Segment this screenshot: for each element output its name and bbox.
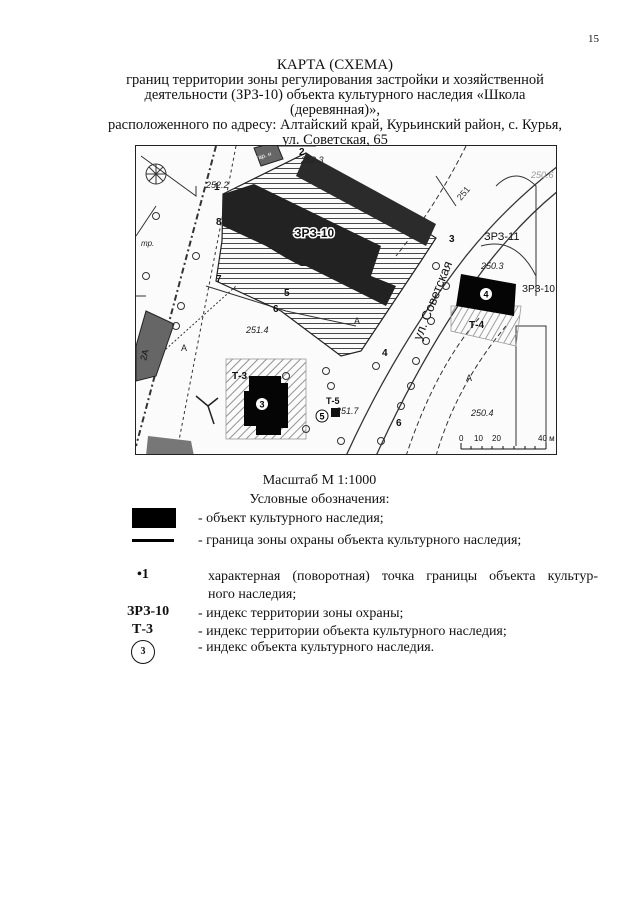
elevation-251-7: 251.7 <box>335 406 360 416</box>
legend-item-object-index: - индекс объекта культурного наследия. <box>198 640 435 655</box>
point-6b: 6 <box>396 418 402 429</box>
title-main: КАРТА (СХЕМА) <box>276 57 394 73</box>
label-a2: А <box>354 316 360 326</box>
point-8: 8 <box>216 217 222 228</box>
heritage-building-main <box>223 153 436 306</box>
label-a3: А <box>466 373 472 383</box>
legend-item-heritage-object: - объект культурного наследия; <box>198 511 384 526</box>
object-index-3: 3 <box>259 400 264 410</box>
territory-label-t3: Т-3 <box>232 371 247 382</box>
territory-label-t5: Т-5 <box>326 396 340 406</box>
point-7: 7 <box>216 274 222 285</box>
title-line-1: границ территории зоны регулирования зас… <box>126 72 544 88</box>
contour-label: 251 <box>455 184 472 202</box>
point-4: 4 <box>382 348 388 359</box>
legend-zone-index-symbol: ЗРЗ-10 <box>127 604 170 619</box>
legend-heritage-object-swatch <box>132 508 176 528</box>
scale-tick-0: 0 <box>459 434 464 443</box>
title-line-2: деятельности (ЗРЗ-10) объекта культурног… <box>144 87 526 118</box>
legend-title: Условные обозначения: <box>249 492 390 507</box>
legend-item-territory-index: - индекс территории объекта культурного … <box>198 624 507 639</box>
building-2a-label: 2А <box>138 348 151 361</box>
object-index-5: 5 <box>319 412 324 422</box>
territory-label-t4: Т-4 <box>469 320 484 331</box>
elevation-251-4: 251.4 <box>245 325 269 335</box>
zone-label-zrz10: ЗРЗ-10 <box>294 226 335 240</box>
title-line-4: ул. Советская, 65 <box>282 132 388 148</box>
scale-bar <box>460 443 547 450</box>
tr-label: тр. <box>141 239 154 248</box>
elevation-250-6: 250.6 <box>530 170 554 180</box>
legend-boundary-line-swatch <box>132 539 174 542</box>
point-1: 1 <box>214 182 220 193</box>
elevation-250-4: 250.4 <box>470 408 494 418</box>
legend-territory-index-symbol: Т-3 <box>132 622 153 637</box>
elevation-250-3: 250.3 <box>480 261 504 271</box>
elevation-252-3: 252.3 <box>300 155 324 165</box>
heritage-object-5 <box>331 408 340 417</box>
point-3: 3 <box>449 234 455 245</box>
garage-label: гар. н <box>256 151 272 161</box>
legend-item-point-line2: ного наследия; <box>208 587 297 602</box>
elevation-252-2: 252.2 <box>205 180 229 190</box>
scale-tick-40: 40 м <box>538 434 555 443</box>
street-label: ул. Советская <box>410 259 455 342</box>
page-number: 15 <box>588 33 599 45</box>
zone-label-zrz11: ЗРЗ-11 <box>484 231 519 243</box>
point-2: 2 <box>299 147 305 158</box>
scale-tick-20: 20 <box>492 434 501 443</box>
zone-label-zrz10-right: ЗРЗ-10 <box>522 284 555 295</box>
point-5: 5 <box>284 288 290 299</box>
document-title: КАРТА (СХЕМА) границ территории зоны рег… <box>100 58 570 148</box>
legend-item-zone-index: - индекс территории зоны охраны; <box>198 606 404 621</box>
title-line-3: расположенного по адресу: Алтайский край… <box>107 117 562 133</box>
scale-tick-10: 10 <box>474 434 483 443</box>
scale-caption: Масштаб М 1:1000 <box>262 473 377 488</box>
legend-point-symbol: •1 <box>137 567 149 582</box>
object-index-4: 4 <box>483 290 488 300</box>
legend-item-point-line1: характерная (поворотная) точка границы о… <box>208 569 598 584</box>
label-a1: А <box>181 343 187 353</box>
svg-text:ЗРЗ-10: ЗРЗ-10 <box>294 226 335 240</box>
legend-object-index-symbol: 3 <box>131 640 155 664</box>
site-map: 251 ЗРЗ-10 ЗРЗ-10 1 2 3 4 5 6 7 8 6 252.… <box>135 145 557 455</box>
legend-item-boundary: - граница зоны охраны объекта культурног… <box>198 533 522 548</box>
point-6: 6 <box>273 304 279 315</box>
